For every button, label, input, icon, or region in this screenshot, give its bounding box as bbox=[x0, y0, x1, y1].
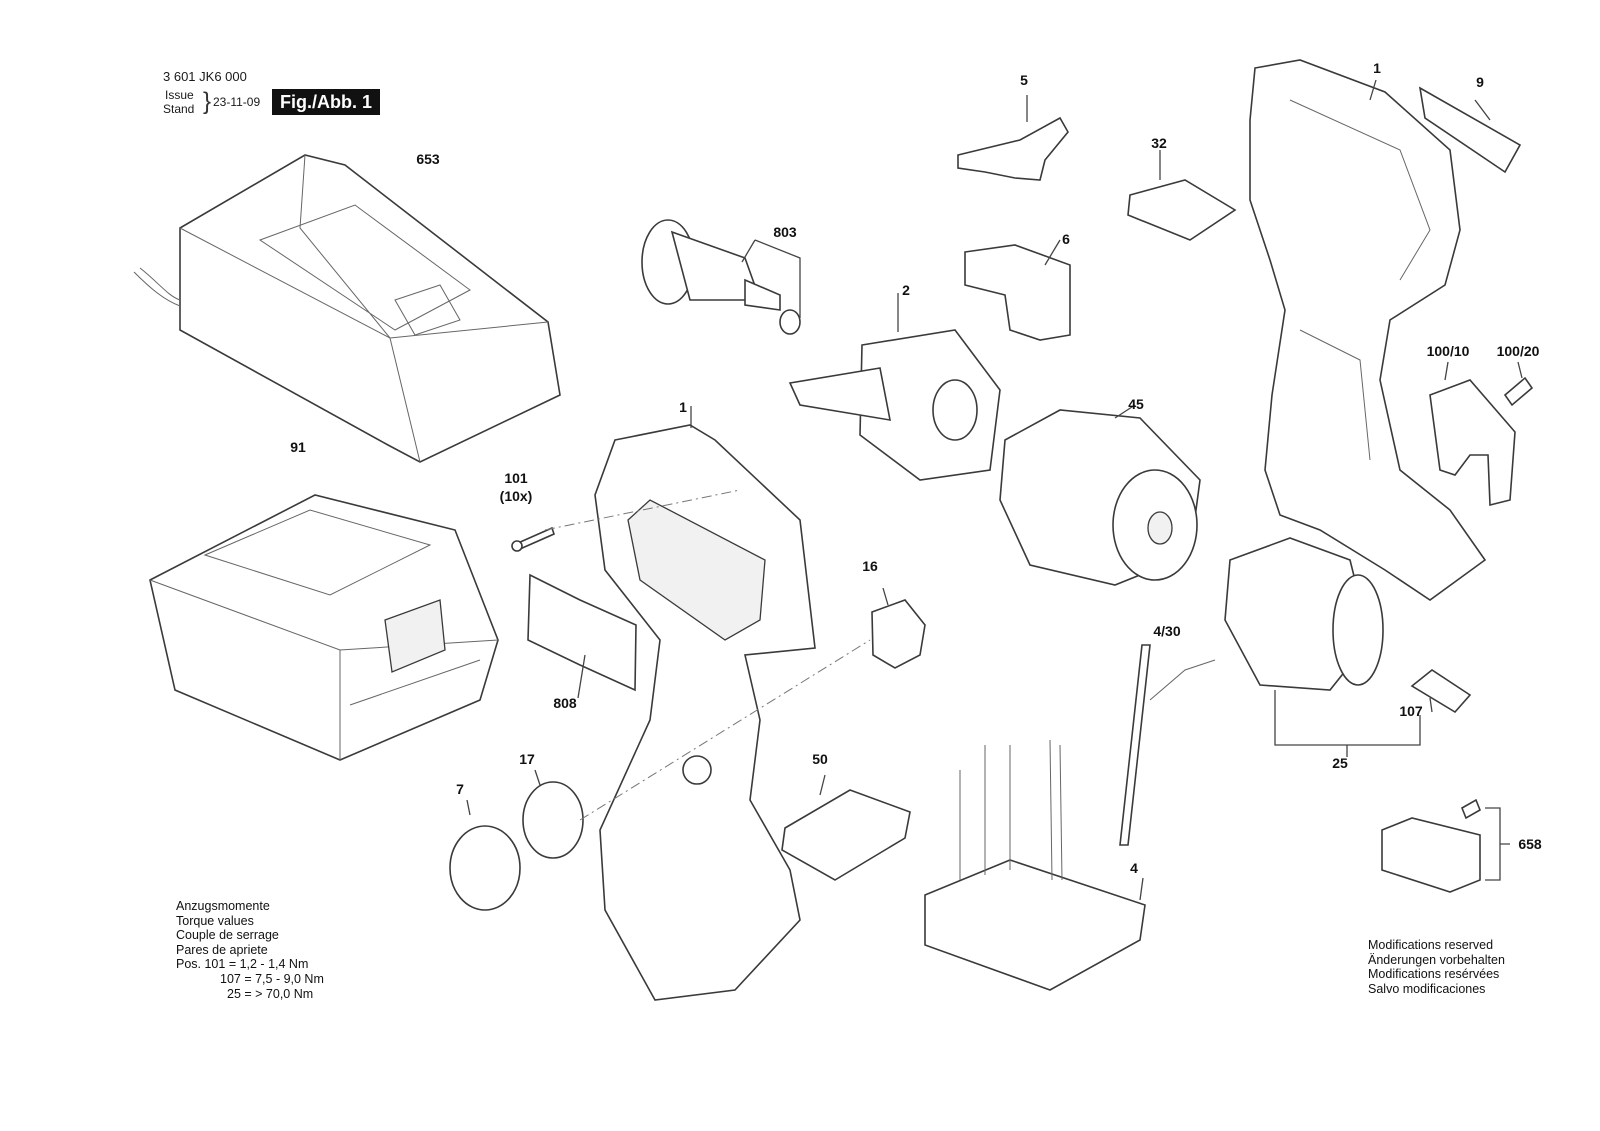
callout-100-10: 100/10 bbox=[1426, 343, 1470, 359]
label-9-drawing bbox=[1418, 86, 1522, 174]
callout-32: 32 bbox=[1151, 135, 1167, 151]
callout-101: 101 bbox=[504, 470, 528, 486]
callout-808: 808 bbox=[553, 695, 577, 711]
callout-4: 4 bbox=[1130, 860, 1138, 876]
callout-6: 6 bbox=[1062, 231, 1070, 247]
modifications-de: Änderungen vorbehalten bbox=[1368, 952, 1505, 967]
callout-5: 5 bbox=[1020, 72, 1028, 88]
battery-91-drawing bbox=[149, 494, 499, 761]
gearbox-45-drawing bbox=[999, 404, 1201, 586]
housing-1-left-drawing bbox=[594, 406, 816, 1001]
figure-badge: Fig./Abb. 1 bbox=[272, 89, 380, 115]
knob-17-drawing bbox=[522, 769, 584, 859]
screw-100-20-drawing bbox=[1503, 361, 1534, 407]
callout-1-right: 1 bbox=[1373, 60, 1381, 76]
callout-91: 91 bbox=[290, 439, 306, 455]
cap-7-drawing bbox=[449, 799, 521, 911]
callout-100-20: 100/20 bbox=[1496, 343, 1540, 359]
brace: } bbox=[203, 88, 212, 115]
modifications-en: Modifications reserved bbox=[1368, 938, 1494, 952]
armature-803-drawing bbox=[641, 219, 801, 335]
callout-25: 25 bbox=[1332, 755, 1348, 771]
torque-value-107: 107 = 7,5 - 9,0 Nm bbox=[220, 971, 324, 986]
assembly-axis-1 bbox=[579, 639, 871, 821]
issue-label: Issue bbox=[165, 88, 194, 102]
bracket-100-10-drawing bbox=[1429, 361, 1516, 507]
torque-heading-en: Torque values bbox=[176, 913, 254, 928]
part-number: 3 601 JK6 000 bbox=[163, 69, 247, 84]
callout-1-left: 1 bbox=[679, 399, 687, 415]
modifications-note: Modifications reserved Änderungen vorbeh… bbox=[1368, 938, 1505, 996]
torque-value-25: 25 = > 70,0 Nm bbox=[227, 986, 314, 1001]
callout-4-30: 4/30 bbox=[1153, 623, 1181, 639]
housing-1-right-drawing bbox=[1249, 59, 1487, 601]
callout-101-qty: (10x) bbox=[499, 488, 533, 504]
assembly-axis-2 bbox=[544, 489, 741, 531]
cable-4-30-drawing bbox=[1119, 644, 1216, 846]
callout-7: 7 bbox=[456, 781, 464, 797]
torque-heading-fr: Couple de serrage bbox=[176, 928, 279, 943]
disk-16-drawing bbox=[871, 587, 926, 669]
board-50-drawing bbox=[781, 774, 911, 881]
callout-17: 17 bbox=[519, 751, 535, 767]
torque-notes: Anzugsmomente Torque values Couple de se… bbox=[176, 899, 324, 1001]
modifications-es: Salvo modificaciones bbox=[1368, 981, 1486, 996]
callout-45: 45 bbox=[1128, 396, 1144, 412]
holder-658-drawing bbox=[1381, 798, 1510, 893]
callout-803: 803 bbox=[773, 224, 797, 240]
callout-50: 50 bbox=[812, 751, 828, 767]
screw-101-drawing bbox=[511, 526, 555, 552]
chuck-25-drawing bbox=[1224, 537, 1421, 757]
lever-5-drawing bbox=[957, 95, 1069, 181]
stator-2-drawing bbox=[788, 293, 1001, 481]
issue-date: 23-11-09 bbox=[213, 95, 261, 109]
modifications-fr: Modifications resérvées bbox=[1368, 967, 1500, 982]
torque-heading-de: Anzugsmomente bbox=[176, 899, 270, 913]
switch-6-drawing bbox=[964, 239, 1071, 341]
charger-653-drawing bbox=[133, 154, 561, 463]
electronics-4-drawing bbox=[924, 739, 1146, 991]
callout-2: 2 bbox=[902, 282, 910, 298]
label-808-drawing bbox=[527, 573, 637, 699]
torque-value-101: Pos. 101 = 1,2 - 1,4 Nm bbox=[176, 957, 309, 972]
callout-658: 658 bbox=[1518, 836, 1542, 852]
callout-107: 107 bbox=[1399, 703, 1423, 719]
cover-32-drawing bbox=[1127, 150, 1237, 241]
screw-107-drawing bbox=[1410, 669, 1472, 714]
callout-9: 9 bbox=[1476, 74, 1484, 90]
callout-16: 16 bbox=[862, 558, 878, 574]
callout-653: 653 bbox=[416, 151, 440, 167]
torque-heading-es: Pares de apriete bbox=[176, 942, 268, 957]
stand-label: Stand bbox=[163, 102, 195, 116]
